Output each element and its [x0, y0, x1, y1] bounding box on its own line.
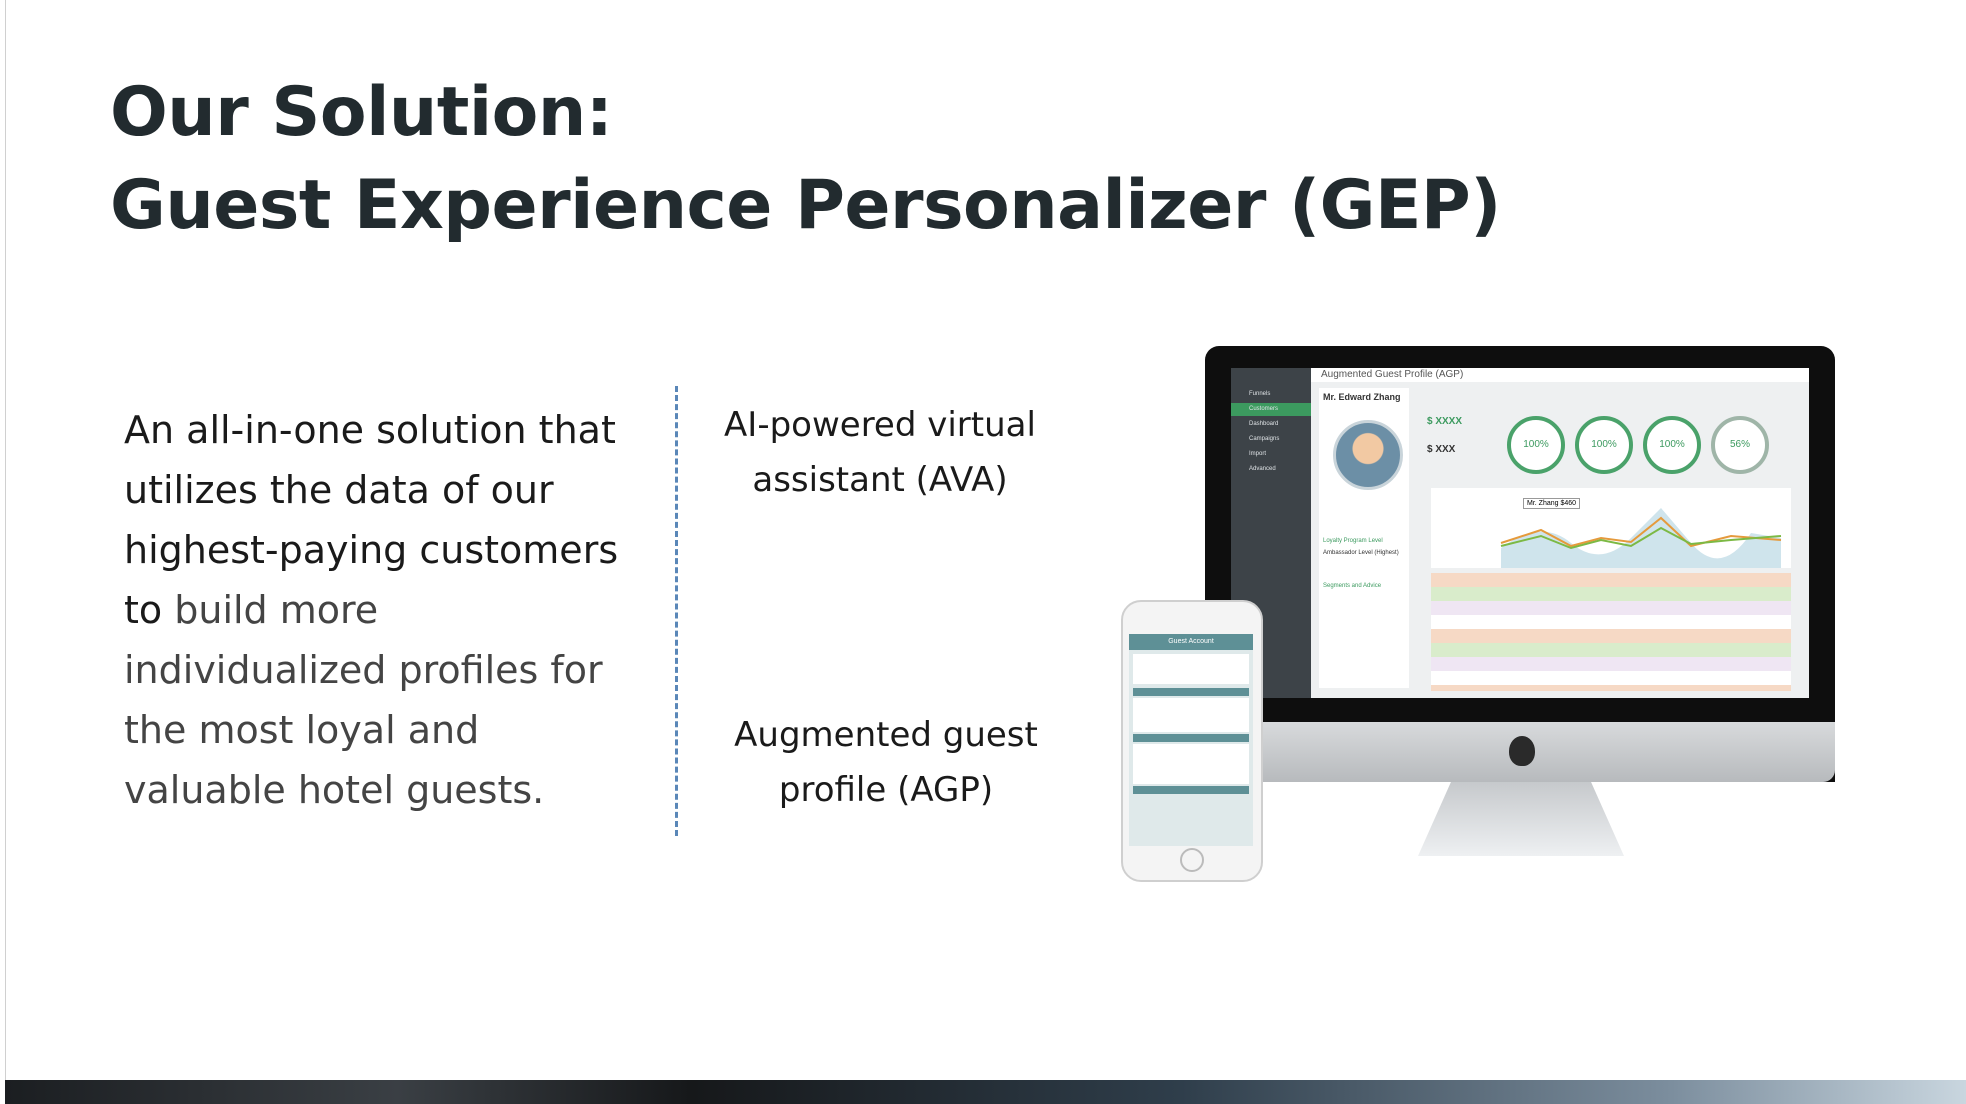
description-emphasis: build more individualized profiles for t…	[124, 588, 603, 812]
feature-agp: Augmented guest profile (AGP)	[716, 708, 1056, 818]
phone-section-bar-2	[1133, 734, 1249, 742]
score-loyalty: 100%	[1591, 439, 1617, 450]
sidebar-item-funnels: Funnels	[1249, 391, 1271, 397]
phone-recommendations	[1133, 744, 1249, 784]
loyalty-label: Loyalty Program Level	[1323, 538, 1383, 544]
phone-profile-row	[1133, 654, 1249, 684]
phone-mockup: Guest Account	[1121, 600, 1263, 882]
guest-name: Mr. Edward Zhang	[1323, 392, 1401, 402]
phone-screen: Guest Account	[1129, 634, 1253, 846]
solution-description: An all-in-one solution that utilizes the…	[124, 400, 644, 820]
footer-image-strip	[5, 1080, 1966, 1104]
chart-area-fill	[1501, 508, 1781, 568]
apple-logo-icon	[1509, 736, 1535, 766]
score-ring-loyalty: 100%	[1575, 416, 1633, 474]
chart-line-orange	[1500, 516, 1782, 548]
sidebar-item-dashboard: Dashboard	[1249, 421, 1279, 427]
score-ring-sentiment: 56%	[1711, 416, 1769, 474]
sidebar-item-customers: Customers	[1231, 403, 1311, 416]
phone-section-bar-3	[1133, 786, 1249, 794]
chart-line-green	[1500, 526, 1782, 550]
title-line-1: Our Solution:	[110, 73, 613, 152]
guest-avatar	[1333, 420, 1403, 490]
section-divider	[675, 386, 678, 836]
feature-ava-line-2: assistant (AVA)	[752, 460, 1008, 500]
slide-left-border	[5, 0, 6, 1104]
title-line-2: Guest Experience Personalizer (GEP)	[110, 166, 1501, 245]
feature-ava-line-1: AI-powered virtual	[724, 405, 1036, 445]
loyalty-value: Ambassador Level (Highest)	[1323, 550, 1399, 556]
sidebar-item-advanced: Advanced	[1249, 466, 1276, 472]
score-engagement: 100%	[1659, 439, 1685, 450]
phone-home-button	[1180, 848, 1204, 872]
app-header: Augmented Guest Profile (AGP)	[1311, 368, 1809, 382]
feature-agp-line-2: profile (AGP)	[778, 770, 994, 810]
monitor-screen: Funnels Customers Dashboard Campaigns Im…	[1231, 368, 1809, 698]
phone-header: Guest Account	[1129, 634, 1253, 650]
lifetime-value: $ XXXX	[1427, 416, 1463, 427]
opportunity-value: $ XXX	[1427, 444, 1456, 455]
sidebar-item-import: Import	[1249, 451, 1267, 457]
segments-label: Segments and Advice	[1323, 583, 1382, 589]
rate-grid	[1431, 573, 1791, 691]
sidebar-item-campaigns: Campaigns	[1249, 436, 1280, 442]
monitor-mockup: Funnels Customers Dashboard Campaigns Im…	[1205, 346, 1835, 782]
score-sentiment: 56%	[1729, 439, 1750, 450]
chart-tooltip: Mr. Zhang $460	[1523, 498, 1581, 509]
phone-section-bar	[1133, 688, 1249, 696]
phone-stats-row	[1133, 698, 1249, 732]
score-ring-engagement: 100%	[1643, 416, 1701, 474]
feature-ava: AI-powered virtual assistant (AVA)	[710, 398, 1050, 508]
score-ring-value: 100%	[1507, 416, 1565, 474]
description-lead: An all-in-one solution that utilizes the…	[124, 408, 619, 632]
monitor-stand	[1418, 782, 1624, 856]
price-chart-svg	[1500, 508, 1782, 568]
price-chart: Mr. Zhang $460	[1431, 488, 1791, 568]
score-value: 100%	[1523, 439, 1549, 450]
slide-title: Our Solution: Guest Experience Personali…	[110, 66, 1501, 252]
feature-agp-line-1: Augmented guest	[734, 715, 1038, 755]
